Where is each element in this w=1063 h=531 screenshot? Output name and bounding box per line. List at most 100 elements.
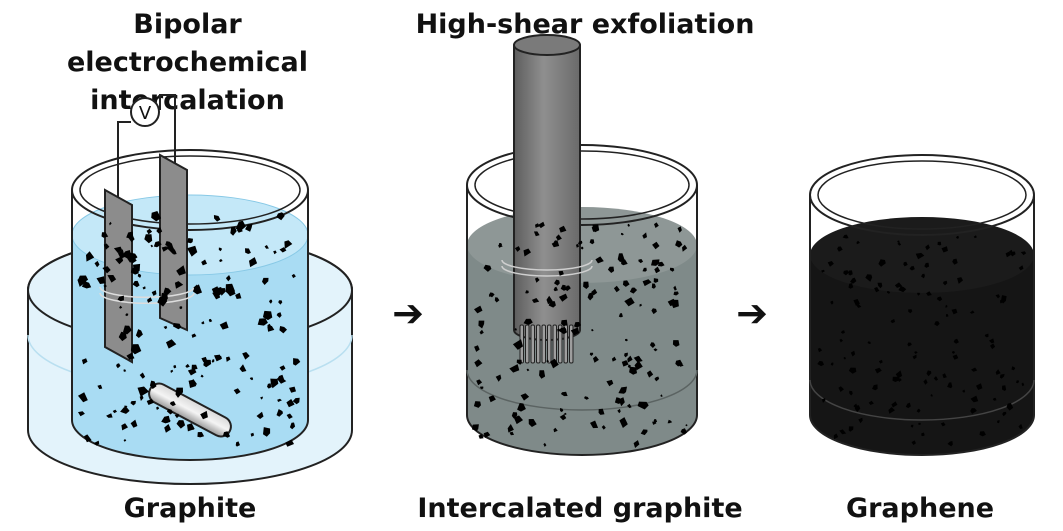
particle: [952, 351, 955, 354]
particle: [635, 356, 641, 362]
particle: [77, 277, 87, 287]
graphene-flakes: [817, 234, 1027, 447]
particle: [84, 434, 92, 443]
particle: [1002, 411, 1007, 417]
particle: [890, 319, 895, 324]
particle: [548, 301, 556, 308]
particle: [1021, 382, 1025, 387]
particle: [546, 295, 553, 305]
particle: [989, 338, 995, 344]
particle: [839, 338, 843, 343]
particle: [639, 303, 642, 307]
particle: [130, 400, 136, 406]
particle: [821, 398, 826, 403]
particle: [135, 329, 143, 338]
particle: [940, 422, 946, 427]
particle: [817, 360, 824, 367]
particle: [483, 264, 492, 272]
particle: [1002, 385, 1007, 391]
particle: [925, 244, 930, 251]
particle: [96, 276, 106, 284]
particle: [914, 351, 918, 354]
particle: [629, 287, 638, 294]
particle: [565, 285, 571, 292]
particle: [211, 286, 220, 296]
particle: [934, 321, 940, 327]
rotor-head: [519, 324, 574, 364]
particle: [516, 359, 522, 365]
particle: [526, 368, 530, 372]
particle: [990, 343, 996, 350]
particle: [474, 305, 483, 314]
particle: [999, 373, 1005, 379]
particle: [187, 245, 198, 257]
particle: [101, 232, 109, 238]
particle: [1011, 366, 1016, 371]
particle: [848, 367, 857, 374]
particle: [277, 398, 282, 402]
particle: [192, 284, 202, 295]
particle: [589, 239, 595, 245]
particle: [942, 280, 948, 286]
particle: [652, 241, 660, 250]
stir-bar: [148, 382, 232, 438]
particle: [270, 378, 279, 389]
particle: [558, 270, 564, 276]
particle: [627, 403, 632, 409]
particle: [535, 223, 540, 228]
particle: [514, 328, 517, 331]
particle: [916, 408, 921, 413]
particle: [78, 411, 85, 417]
high-shear-mixer-icon: [501, 34, 593, 364]
particle: [649, 342, 656, 348]
particle: [872, 384, 878, 391]
particle: [923, 379, 928, 385]
particle: [952, 354, 959, 360]
particle: [618, 313, 623, 318]
particle: [620, 232, 624, 236]
particle: [593, 356, 599, 363]
particle: [997, 420, 1000, 424]
particle: [208, 318, 213, 323]
particle: [123, 369, 127, 372]
particle: [595, 256, 604, 264]
particle: [653, 419, 658, 423]
particle: [559, 414, 567, 421]
particle: [654, 222, 659, 228]
particle: [189, 379, 197, 388]
arrow-1: ➔: [392, 291, 424, 335]
particle: [1018, 265, 1024, 271]
particle: [583, 281, 589, 289]
particle: [109, 221, 112, 226]
particle: [278, 300, 283, 305]
particle: [285, 439, 294, 447]
particle: [176, 265, 186, 276]
particle: [917, 292, 921, 296]
particle: [117, 295, 124, 302]
particle: [654, 376, 660, 382]
particle: [263, 427, 271, 437]
particle: [887, 291, 891, 294]
particle: [933, 376, 938, 381]
particle: [125, 313, 129, 317]
particle: [622, 280, 630, 287]
particle: [651, 308, 657, 315]
particle: [867, 341, 871, 344]
particle: [235, 220, 246, 231]
particle: [653, 348, 658, 352]
particle: [947, 441, 953, 447]
particle: [235, 441, 240, 447]
particle: [874, 367, 882, 374]
particle: [624, 352, 628, 358]
particle: [488, 395, 496, 403]
particle: [256, 411, 264, 419]
particle: [223, 431, 231, 438]
particle: [843, 270, 849, 276]
particle: [953, 338, 959, 344]
particle: [507, 424, 514, 433]
particle: [219, 258, 223, 263]
particle: [891, 401, 898, 408]
particle: [235, 292, 242, 299]
particle: [895, 370, 903, 379]
particle: [264, 245, 269, 249]
